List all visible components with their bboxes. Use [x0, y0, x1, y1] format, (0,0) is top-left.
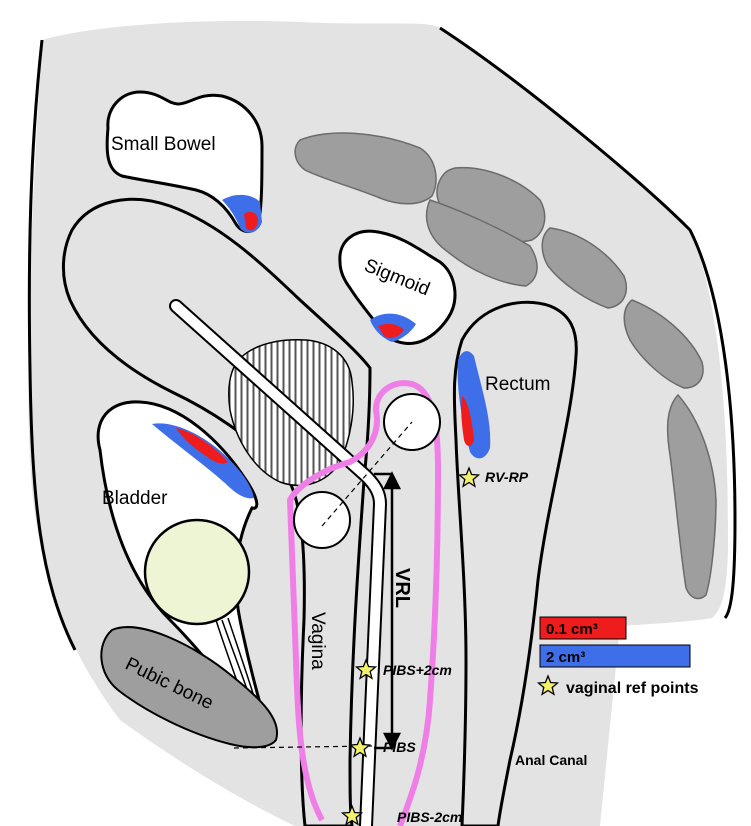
vagina-label: Vagina [307, 612, 328, 670]
vrl-label: VRL [391, 568, 413, 608]
anal-canal-label: Anal Canal [515, 752, 587, 768]
small-bowel-label: Small Bowel [111, 134, 216, 155]
ovoid-lower [294, 492, 350, 548]
legend-large-volume-label: 2 cm³ [546, 649, 585, 666]
pibs-plus-2-label: PIBS+2cm [383, 662, 452, 678]
foley-balloon [145, 520, 249, 624]
legend-small-volume-label: 0.1 cm³ [546, 621, 598, 638]
pibs-label: PIBS [383, 739, 416, 755]
rectum-label: Rectum [485, 374, 550, 395]
pibs-minus-2-label: PIBS-2cm [397, 809, 462, 825]
legend-ref-points-label: vaginal ref points [566, 680, 699, 697]
bladder-label: Bladder [102, 488, 168, 509]
rv-rp-label: RV-RP [485, 469, 529, 485]
